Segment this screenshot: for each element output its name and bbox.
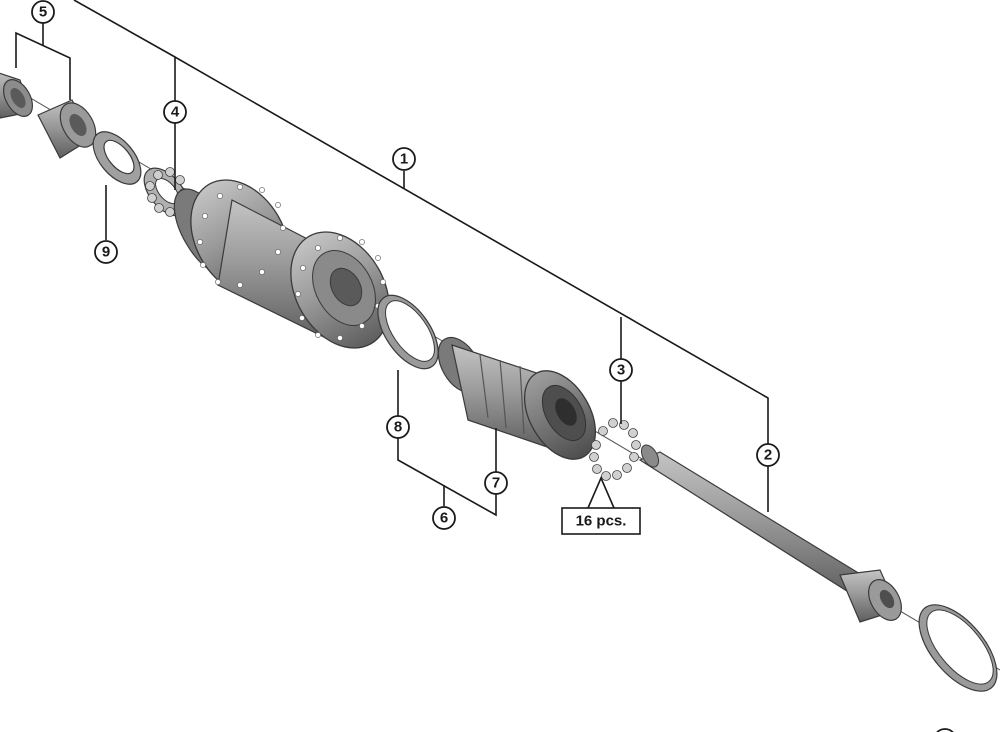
leader-1-stem xyxy=(73,0,176,58)
part-ball-bearings xyxy=(589,418,641,481)
svg-text:7: 7 xyxy=(492,475,500,492)
part-freehub-body xyxy=(437,336,597,460)
quantity-label: 16 pcs. xyxy=(561,507,641,535)
svg-text:2: 2 xyxy=(764,447,772,464)
svg-text:1: 1 xyxy=(400,151,408,168)
svg-text:9: 9 xyxy=(102,244,110,261)
callout-6: 6 xyxy=(432,506,456,530)
callout-2: 2 xyxy=(756,443,780,467)
part-spacer-ring xyxy=(377,294,439,370)
svg-text:16 pcs.: 16 pcs. xyxy=(576,513,627,530)
callout-1: 1 xyxy=(392,147,416,171)
part-lock-nut-left xyxy=(0,72,34,119)
part-seal-ring xyxy=(918,604,998,692)
part-cone xyxy=(37,99,97,159)
svg-text:8: 8 xyxy=(394,419,402,436)
callout-3: 3 xyxy=(609,358,633,382)
svg-text:4: 4 xyxy=(171,104,180,121)
callout-7: 7 xyxy=(484,471,508,495)
svg-text:6: 6 xyxy=(440,510,448,527)
svg-text:5: 5 xyxy=(39,4,47,21)
callout-9: 9 xyxy=(94,240,118,264)
part-hub-shell xyxy=(173,179,390,349)
leader-16-pcs xyxy=(587,475,615,509)
part-washer xyxy=(92,131,142,185)
callout-5: 5 xyxy=(31,0,55,24)
callout-4: 4 xyxy=(163,100,187,124)
part-axle xyxy=(638,444,902,623)
svg-text:3: 3 xyxy=(617,362,625,379)
callout-8: 8 xyxy=(386,415,410,439)
